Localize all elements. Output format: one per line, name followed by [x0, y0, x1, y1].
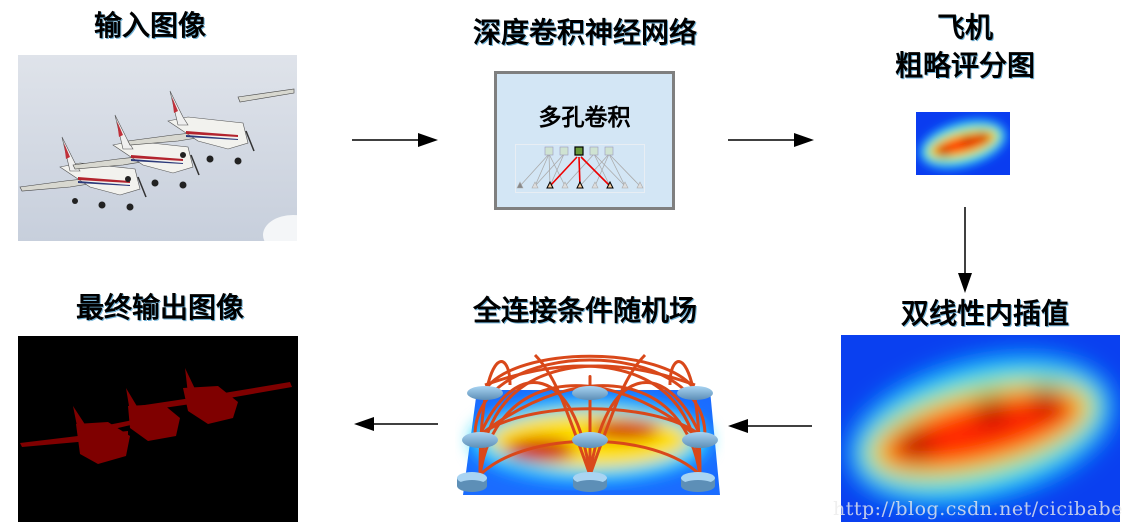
coarse-score-title-2: 粗略评分图: [894, 49, 1035, 82]
output-image-title: 最终输出图像: [75, 291, 244, 324]
atrous-conv-label: 多孔卷积: [538, 105, 631, 131]
crf-title: 全连接条件随机场: [472, 294, 697, 327]
watermark-url: http://blog.csdn.net/cicibabe: [833, 498, 1123, 520]
coarse-score-map-image: [916, 112, 1010, 175]
atrous-conv-box: 多孔卷积: [494, 71, 675, 210]
arrow-right-icon: [728, 130, 818, 154]
bilinear-upsampled-heatmap-image: [841, 335, 1120, 522]
arrow-right-icon: [352, 130, 442, 154]
input-image-title: 输入图像: [93, 9, 206, 42]
atrous-convolution-diagram-icon: [515, 144, 645, 193]
final-segmentation-output-image: [18, 336, 298, 522]
bilinear-title: 双线性内插值: [900, 297, 1069, 330]
input-airplane-image: [18, 55, 297, 241]
arrow-left-icon: [726, 416, 816, 440]
fully-connected-crf-image: [455, 345, 725, 497]
arrow-left-icon: [352, 414, 442, 438]
coarse-score-title-1: 飞机: [936, 11, 993, 44]
arrow-down-icon: [955, 207, 975, 301]
dcnn-title: 深度卷积神经网络: [472, 16, 697, 49]
